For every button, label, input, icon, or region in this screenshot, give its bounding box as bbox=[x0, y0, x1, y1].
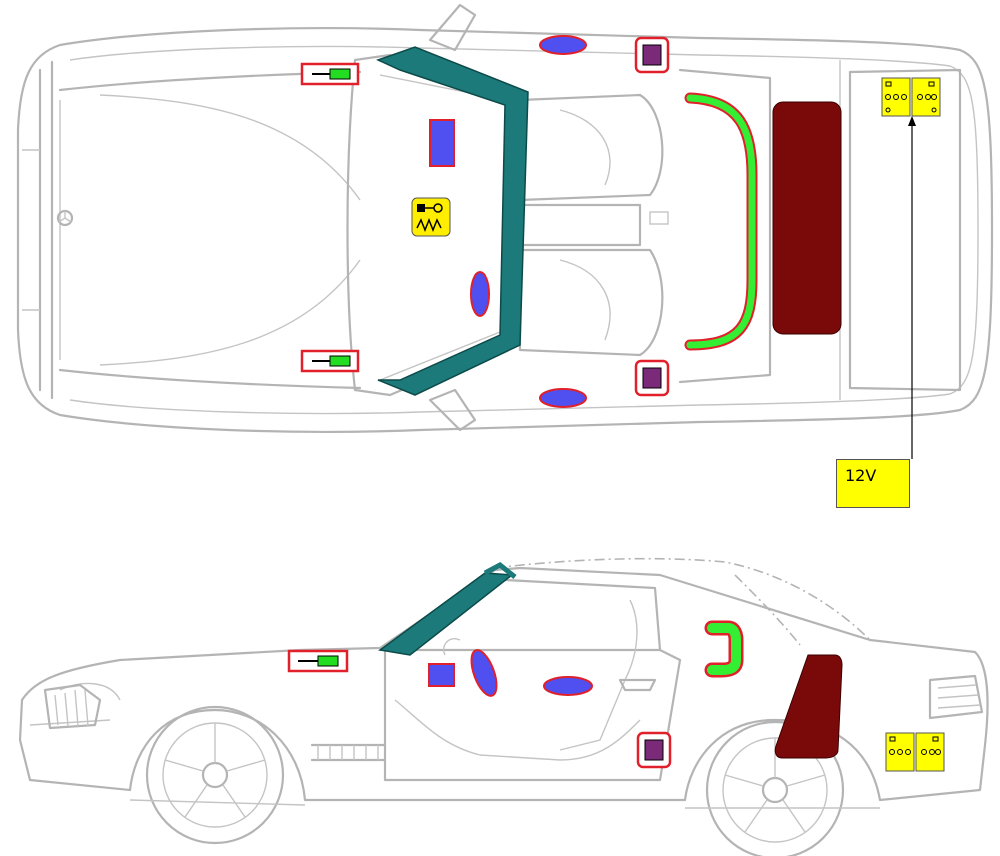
side-sensor-top-lower bbox=[634, 359, 670, 397]
airbag-steering-top bbox=[470, 271, 490, 317]
airbag-dash-top bbox=[429, 119, 455, 167]
battery-cells-icon bbox=[881, 77, 941, 117]
front-sensor-side bbox=[287, 649, 349, 673]
front-sensor-top-upper bbox=[300, 62, 360, 86]
rollbar-top bbox=[684, 92, 758, 351]
car-top-view bbox=[16, 3, 994, 433]
windshield-frame-top bbox=[375, 46, 529, 396]
airbag-dash-side bbox=[428, 663, 455, 687]
voltage-label: 12V bbox=[836, 459, 910, 508]
battery-box-side bbox=[774, 654, 843, 759]
side-sensor-top-upper bbox=[634, 36, 670, 74]
car-side-view bbox=[18, 557, 989, 856]
airbag-door-top-lower bbox=[539, 388, 587, 408]
battery-box-top bbox=[772, 101, 842, 335]
airbag-steering-side bbox=[470, 649, 498, 697]
front-sensor-top-lower bbox=[300, 349, 360, 373]
airbag-door-side bbox=[543, 676, 593, 696]
resistor-coil-icon bbox=[411, 197, 451, 237]
airbag-door-top-upper bbox=[539, 35, 587, 55]
battery-side bbox=[885, 732, 945, 772]
side-sensor-side bbox=[636, 731, 672, 769]
